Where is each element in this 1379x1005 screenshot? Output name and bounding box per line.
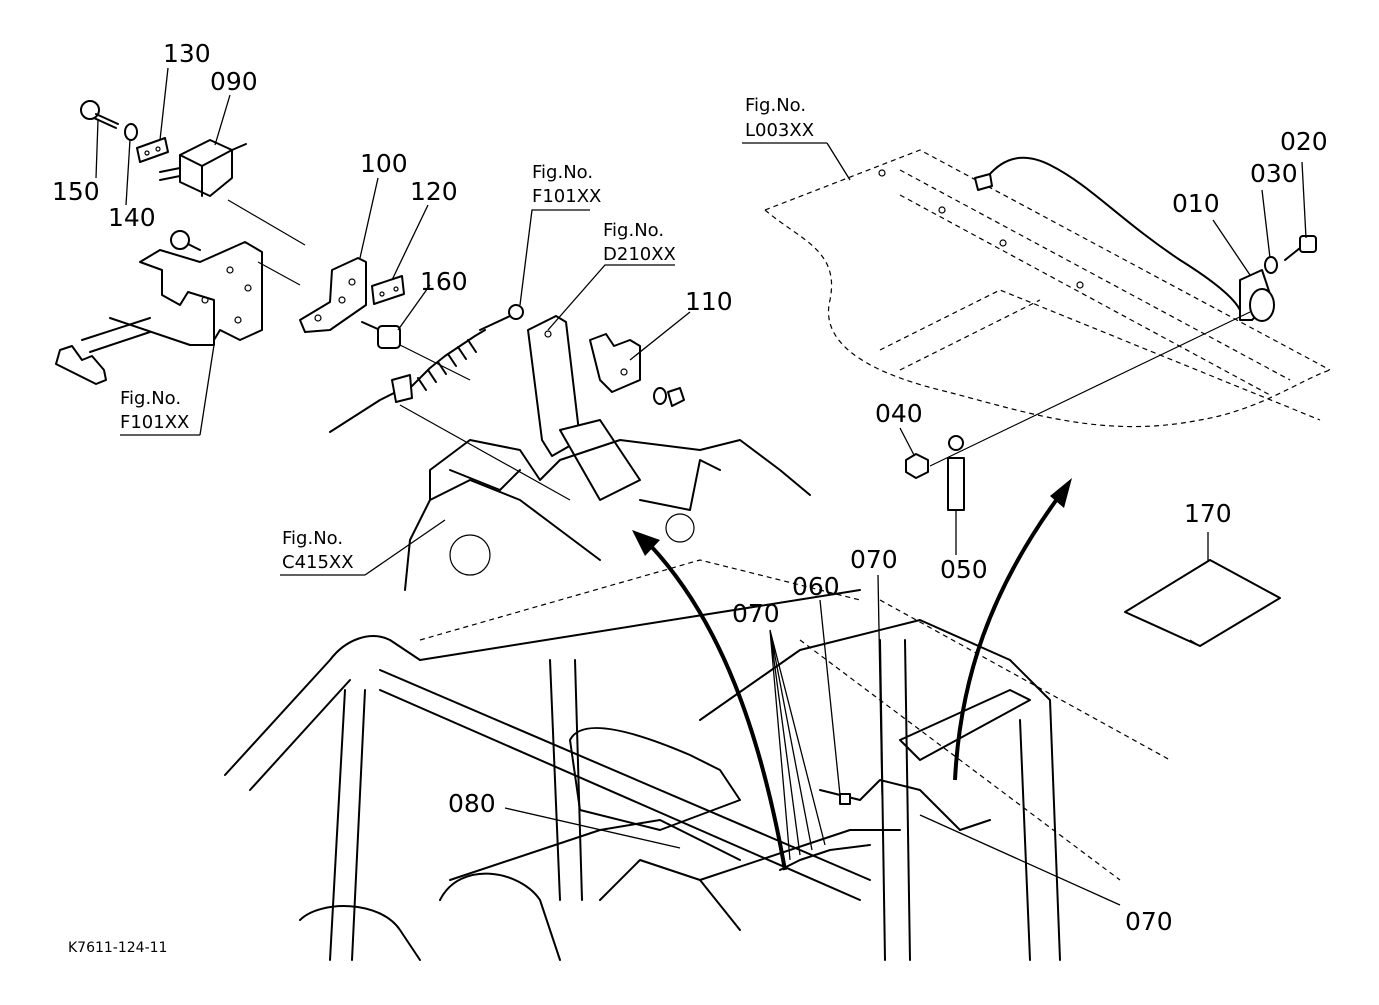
label-part-110: 110 xyxy=(685,287,733,316)
label-part-150: 150 xyxy=(52,177,100,206)
plate-120-icon xyxy=(371,275,405,305)
label-part-010: 010 xyxy=(1172,189,1220,218)
figref-d210-code: D210XX xyxy=(603,244,676,265)
bolt-020-icon xyxy=(1284,235,1317,261)
engine-block-icon xyxy=(404,439,811,591)
label-part-130: 130 xyxy=(163,39,211,68)
figref-l003-code: L003XX xyxy=(745,120,814,141)
lever-bracket-icon xyxy=(527,315,641,501)
washer-030-icon xyxy=(1264,256,1278,274)
bracket-assembly-icon xyxy=(55,230,263,385)
terminal-050-icon xyxy=(947,435,965,511)
figref-c415-label: Fig.No. xyxy=(282,528,343,549)
plate-130-icon xyxy=(136,137,169,163)
label-part-070-lower: 070 xyxy=(1125,907,1173,936)
label-part-040: 040 xyxy=(875,399,923,428)
bolt-160-icon xyxy=(361,321,401,349)
figref-f101-upper-label: Fig.No. xyxy=(532,162,593,183)
label-part-140: 140 xyxy=(108,203,156,232)
figref-d210-label: Fig.No. xyxy=(603,220,664,241)
label-part-080: 080 xyxy=(448,789,496,818)
cable-icon xyxy=(329,304,524,433)
label-part-170: 170 xyxy=(1184,499,1232,528)
switch-090-icon xyxy=(159,139,247,197)
label-part-070-upper: 070 xyxy=(850,545,898,574)
label-part-070-middle: 070 xyxy=(732,599,780,628)
arrow-left-icon xyxy=(632,530,787,871)
figref-l003-label: Fig.No. xyxy=(745,95,806,116)
label-part-030: 030 xyxy=(1250,159,1298,188)
wire-harness-icon xyxy=(974,156,1241,311)
figref-f101-lower-label: Fig.No. xyxy=(120,388,181,409)
arrow-right-icon xyxy=(953,478,1072,781)
figref-f101-lower-code: F101XX xyxy=(120,412,189,433)
figref-c415-code: C415XX xyxy=(282,552,354,573)
label-part-050: 050 xyxy=(940,555,988,584)
label-part-090: 090 xyxy=(210,67,258,96)
bracket-110-icon xyxy=(589,333,685,407)
label-part-120: 120 xyxy=(410,177,458,206)
washer-140-icon xyxy=(124,123,138,141)
label-part-100: 100 xyxy=(360,149,408,178)
sensor-010-icon xyxy=(1239,269,1275,322)
label-part-160: 160 xyxy=(420,267,468,296)
plate-100-icon xyxy=(299,257,367,333)
nut-040-icon xyxy=(905,453,929,479)
label-part-060: 060 xyxy=(792,572,840,601)
drawing-code: K7611-124-11 xyxy=(68,940,167,956)
label-part-020: 020 xyxy=(1280,127,1328,156)
decal-170-icon xyxy=(1124,559,1281,647)
figref-f101-upper-code: F101XX xyxy=(532,186,601,207)
chassis-frame-icon xyxy=(224,559,1171,961)
frame-outline-icon xyxy=(764,149,1331,428)
bolt-150-icon xyxy=(80,100,119,129)
